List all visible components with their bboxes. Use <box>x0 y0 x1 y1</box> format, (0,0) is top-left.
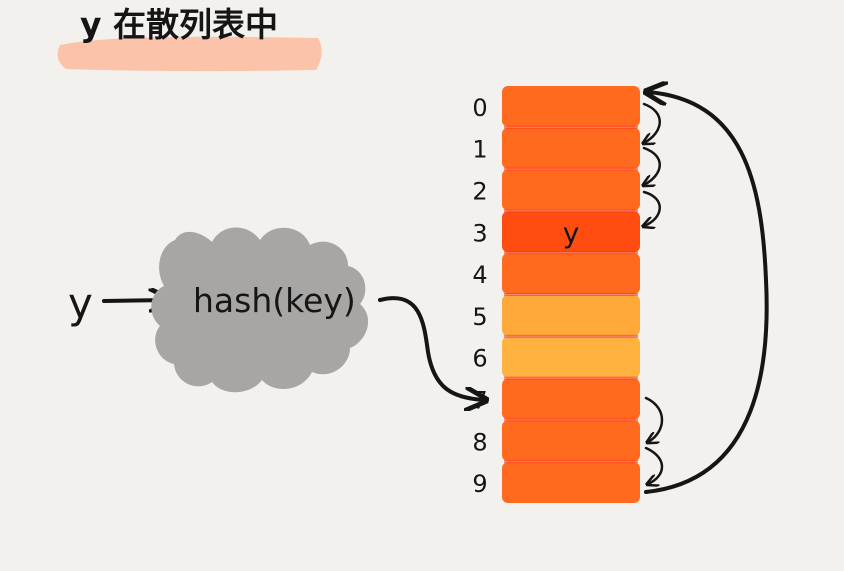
slot-index-4: 4 <box>472 261 487 289</box>
hash-cloud <box>151 227 369 393</box>
probe-arrow-2-3 <box>644 190 661 226</box>
slot-divider <box>504 418 638 422</box>
probe-arrow-1-2 <box>644 146 661 185</box>
slot-index-2: 2 <box>472 178 487 206</box>
slot-indices: 0 1 2 3 4 5 6 7 8 9 <box>472 94 487 498</box>
hash-to-slot-7-arrow <box>378 296 484 400</box>
table-slot-6 <box>502 336 640 378</box>
probe-arrow-8-9 <box>646 446 664 484</box>
title-highlight <box>57 36 322 72</box>
table-slot-1 <box>502 127 640 169</box>
page-title: y 在散列表中 <box>80 5 278 44</box>
slot-divider <box>504 125 638 129</box>
slot-index-3: 3 <box>472 219 487 247</box>
slot-index-5: 5 <box>472 303 487 331</box>
slot-divider <box>504 167 638 171</box>
slot-divider <box>504 460 638 464</box>
table-slot-5 <box>502 295 640 336</box>
slot-index-8: 8 <box>472 428 487 456</box>
slot-divider <box>504 376 638 380</box>
probe-arrows <box>644 102 664 484</box>
hash-function-label: hash(key) <box>193 281 356 320</box>
table-slot-4 <box>502 253 640 294</box>
wraparound-arrow <box>646 92 769 494</box>
input-key: y <box>68 279 93 328</box>
slot-divider <box>504 251 638 255</box>
table-slot-0 <box>502 86 640 127</box>
slot-index-9: 9 <box>472 470 487 498</box>
table-slot-9 <box>502 462 640 503</box>
table-slot-8 <box>502 420 640 462</box>
slot-value-3: y <box>563 216 580 249</box>
slot-divider <box>504 209 638 213</box>
slot-index-1: 1 <box>472 136 487 164</box>
table-slot-2 <box>502 169 640 211</box>
table-slot-7 <box>502 378 640 420</box>
hash-table-slots: y <box>502 86 640 503</box>
slot-divider <box>504 293 638 296</box>
probe-arrow-7-8 <box>646 396 664 442</box>
probe-arrow-0-1 <box>644 102 661 143</box>
table-slot-3 <box>502 211 640 253</box>
slot-index-0: 0 <box>472 94 487 122</box>
slot-index-7: 7 <box>472 387 487 415</box>
slot-divider <box>504 334 638 338</box>
slot-index-6: 6 <box>472 345 487 373</box>
